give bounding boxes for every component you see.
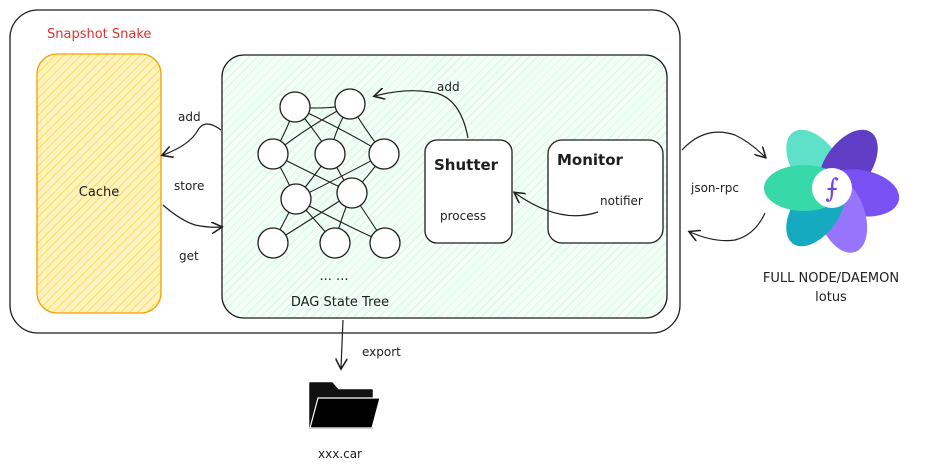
add-label: add xyxy=(178,110,201,124)
output-file-label: xxx.car xyxy=(318,447,362,461)
dag-node xyxy=(314,138,346,170)
monitor-title: Monitor xyxy=(557,151,624,169)
internal-arrows xyxy=(375,91,599,217)
dag-tree-nodes xyxy=(257,88,401,259)
rpc-arrows xyxy=(681,131,766,241)
store-label: store xyxy=(174,179,204,193)
rpc-arrow-from-node xyxy=(690,212,766,241)
filecoin-flower-icon: ⨍ xyxy=(764,129,900,253)
monitor-box xyxy=(547,139,664,244)
get-label: get xyxy=(179,249,199,263)
dag-node xyxy=(336,177,368,209)
add-arrow-to-cache xyxy=(163,123,222,155)
add-arrow-to-dag xyxy=(375,91,469,139)
dag-ellipsis: ... ... xyxy=(320,269,349,284)
dag-node xyxy=(257,138,289,170)
add-inner-label: add xyxy=(437,80,460,94)
dag-node xyxy=(279,91,311,123)
cache-label: Cache xyxy=(79,185,119,200)
shutter-box xyxy=(424,139,513,244)
shutter-sub: process xyxy=(440,209,486,223)
dag-node xyxy=(369,227,401,259)
node-label-line1: FULL NODE/DAEMON xyxy=(763,271,899,286)
dag-node xyxy=(257,227,289,259)
snapshot-snake-frame xyxy=(9,9,681,334)
dag-node xyxy=(334,88,366,120)
export-label: export xyxy=(362,345,401,359)
dag-node xyxy=(319,227,351,259)
filecoin-glyph: ⨍ xyxy=(825,174,839,204)
get-arrow-to-dag xyxy=(162,204,221,227)
monitor-sub: notifier xyxy=(600,194,643,208)
node-label-line2: lotus xyxy=(815,290,847,305)
frame-title: Snapshot Snake xyxy=(47,27,151,42)
dag-label: DAG State Tree xyxy=(291,295,389,310)
json-rpc-label: json-rpc xyxy=(690,181,739,195)
cache-dag-arrows xyxy=(162,123,222,227)
dag-node xyxy=(368,138,400,170)
folder-icon xyxy=(309,382,381,429)
dag-node xyxy=(280,183,312,215)
notifier-to-shutter-arrow xyxy=(515,193,599,217)
shutter-title: Shutter xyxy=(434,156,499,174)
rpc-arrow-to-node xyxy=(681,131,765,157)
cache-box xyxy=(36,53,162,314)
export-arrow xyxy=(341,319,343,368)
